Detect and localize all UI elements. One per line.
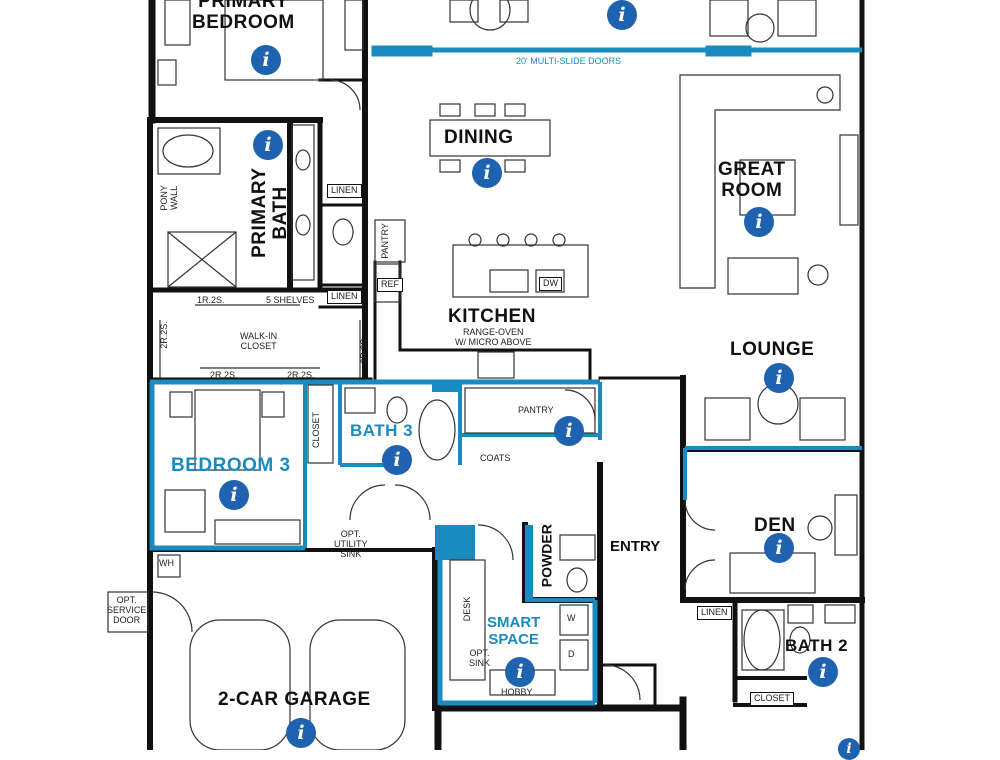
desk-label: DESK [462,596,473,622]
coats-label: COATS [480,453,511,463]
linen-label-2: LINEN [327,290,362,304]
info-button-smart-space[interactable]: i [505,657,535,687]
room-label-bedroom3: BEDROOM 3 [171,455,291,476]
info-button-bath2[interactable]: i [808,657,838,687]
multi-slide-doors-label: 20' MULTI-SLIDE DOORS [516,56,622,66]
room-label-bath3: BATH 3 [350,421,414,440]
shelf-label-3: 2R.2S. [287,370,315,380]
pony-wall-label: PONY WALL [159,185,179,211]
walk-in-closet-label: WALK-IN CLOSET [240,331,278,351]
service-door-label: OPT. SERVICE DOOR [107,595,147,625]
linen-label-1: LINEN [327,184,362,198]
room-label-dining: DINING [444,127,514,148]
dryer-label: D [568,649,575,659]
closet-label-bed3: CLOSET [311,411,322,448]
room-label-garage: 2-CAR GARAGE [218,689,371,710]
info-button-primary-bedroom[interactable]: i [251,45,281,75]
room-label-den: DEN [754,515,796,536]
info-button-patio[interactable]: i [607,0,637,30]
closet-label-bath2: CLOSET [750,692,795,706]
room-label-primary-bath: PRIMARY BATH [249,167,291,258]
shelves-label: 5 SHELVES [266,295,315,305]
info-button-primary-bath[interactable]: i [253,130,283,160]
dishwasher-label: DW [539,277,562,291]
room-label-smart-space: SMART SPACE [487,614,541,648]
opt-sink-label: OPT. SINK [469,648,491,668]
info-button-lounge[interactable]: i [764,363,794,393]
info-button-dining[interactable]: i [472,158,502,188]
shelf-label-5: 2R.2S. [359,336,370,364]
kitchen-subtitle: RANGE-OVEN W/ MICRO ABOVE [455,327,532,347]
room-label-kitchen: KITCHEN [448,306,536,327]
room-label-powder: POWDER [538,524,555,588]
info-button-pantry[interactable]: i [554,416,584,446]
highlight-walls [149,45,862,706]
info-button-bath2-corner[interactable]: i [838,738,860,760]
shelf-label-2: 2R.2S. [210,370,238,380]
info-button-den[interactable]: i [764,533,794,563]
room-label-great-room: GREAT ROOM [718,159,786,201]
linen-label-3: LINEN [697,606,732,620]
info-button-garage[interactable]: i [286,718,316,748]
info-button-bath3[interactable]: i [382,445,412,475]
room-label-bath2: BATH 2 [785,636,849,655]
shelf-label-1: 1R.2S. [197,295,225,305]
ref-label: REF [377,278,403,292]
info-button-great-room[interactable]: i [744,207,774,237]
hobby-label: HOBBY [501,687,533,697]
pantry-label-kitchen: PANTRY [380,223,391,259]
room-label-primary-bedroom: PRIMARY BEDROOM [192,0,295,33]
washer-label: W [567,613,576,623]
info-button-bedroom3[interactable]: i [219,480,249,510]
pantry-label-hall: PANTRY [518,405,554,415]
shelf-label-4: 2R.2S. [159,321,170,349]
room-label-lounge: LOUNGE [730,339,815,360]
water-heater-label: WH [159,558,174,568]
room-label-entry: ENTRY [610,538,661,555]
utility-sink-label: OPT. UTILITY SINK [334,529,368,559]
